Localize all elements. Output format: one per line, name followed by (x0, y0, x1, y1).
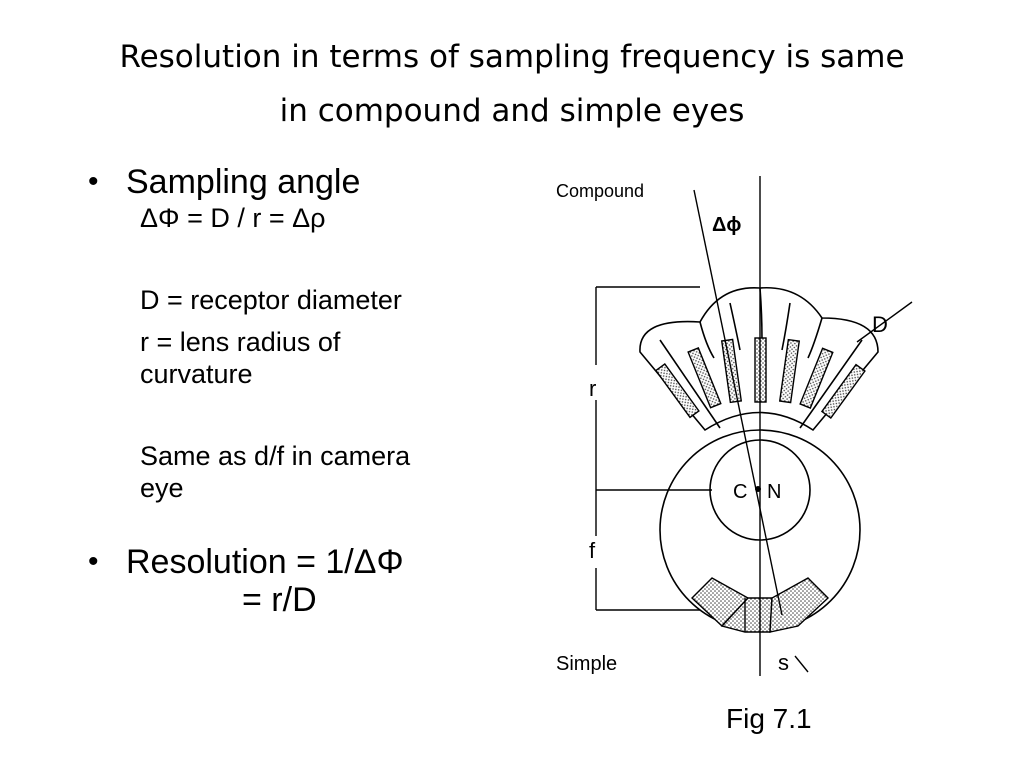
label-c: C (733, 481, 747, 503)
title-line-1: Resolution in terms of sampling frequenc… (119, 39, 905, 75)
label-compound: Compound (556, 181, 644, 201)
simple-receptors (690, 577, 830, 633)
figure-labels: Compound Δϕ D r C N f Simple s Fig 7.1 (556, 181, 888, 734)
bullet-list: • Sampling angle ΔΦ = D / r = Δρ D = rec… (88, 162, 508, 618)
definition-d: D = receptor diameter (140, 285, 402, 315)
same-as-line-1: Same as d/f in camera (140, 441, 411, 471)
bullet-resolution: • Resolution = 1/ΔΦ (88, 542, 508, 582)
slide-title: Resolution in terms of sampling frequenc… (20, 30, 1004, 138)
definition-r-line-1: r = lens radius of (140, 327, 341, 357)
label-d: D (872, 312, 888, 337)
resolution-continuation: = r/D (242, 581, 317, 619)
axis-lines (693, 176, 913, 676)
bullet-dot: • (88, 545, 99, 578)
label-f: f (589, 538, 596, 563)
definition-r-line-2: curvature (140, 359, 253, 389)
bullet-text: Sampling angle (126, 163, 361, 201)
label-delta-phi: Δϕ (712, 214, 741, 236)
same-as-line-2: eye (140, 473, 184, 503)
dimension-bracket (595, 286, 712, 611)
bullet-sampling-angle: • Sampling angle (88, 162, 508, 202)
bullet-text: Resolution = 1/ΔΦ (126, 543, 404, 581)
bullet-dot: • (88, 165, 99, 198)
label-s: s (778, 650, 789, 675)
label-n: N (767, 481, 781, 503)
label-r: r (589, 376, 596, 401)
figure-caption: Fig 7.1 (726, 703, 812, 734)
label-simple: Simple (556, 653, 617, 675)
title-line-2: in compound and simple eyes (279, 93, 745, 129)
formula-text: ΔΦ = D / r = Δρ (140, 203, 326, 233)
